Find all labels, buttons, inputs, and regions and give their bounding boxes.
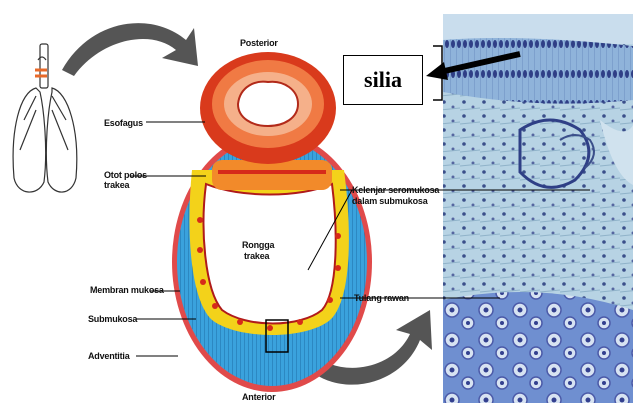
curved-arrow-top [62, 23, 198, 76]
silia-label: silia [364, 67, 402, 93]
silia-callout: silia [343, 55, 423, 105]
label-anterior: Anterior [242, 392, 275, 402]
label-rongga-trakea: trakea [244, 251, 269, 261]
label-adventitia: Adventitia [88, 351, 130, 361]
label-otot-polos-trakea: trakea [104, 180, 129, 190]
label-otot-polos: Otot polos [104, 170, 147, 180]
label-kelenjar: Kelenjar seromukosa [352, 185, 439, 195]
label-tulang-rawan: Tulang rawan [354, 293, 409, 303]
histology-micrograph [443, 14, 633, 403]
label-submukosa: Submukosa [88, 314, 137, 324]
label-esofagus: Esofagus [104, 118, 143, 128]
trachea-cross-section [172, 52, 372, 392]
label-membran-mukosa: Membran mukosa [90, 285, 164, 295]
label-kelenjar-submukosa: dalam submukosa [352, 196, 428, 206]
label-rongga: Rongga [242, 240, 274, 250]
label-posterior: Posterior [240, 38, 278, 48]
